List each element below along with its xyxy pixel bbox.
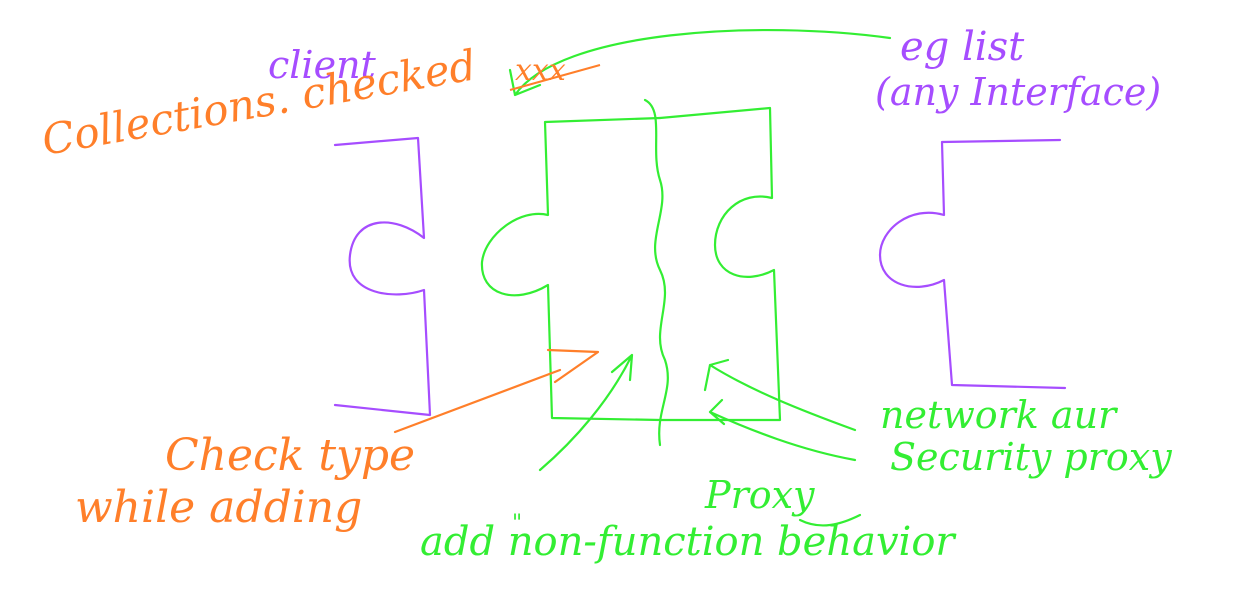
security-arrow-up: [703, 358, 857, 432]
label-quote-mark: ": [512, 511, 522, 536]
right-half-outline: [658, 106, 782, 422]
label-security-proxy: Security proxy: [890, 435, 1172, 479]
wavy-split-line: [643, 98, 669, 447]
label-add-non-function-behavior: add non-function behavior: [420, 519, 957, 565]
behavior-underline: [798, 513, 862, 527]
label-collections-checked: Collections. checked: [38, 40, 480, 165]
proxy-bottom-arrow-left: [538, 353, 634, 472]
left-puzzle-piece: [333, 136, 432, 417]
label-any-interface: (any Interface): [875, 70, 1161, 114]
center-puzzle-piece: [480, 98, 782, 447]
label-client: client: [268, 43, 377, 87]
label-network-security: network aur: [880, 393, 1119, 437]
orange-arrow: [393, 348, 600, 434]
label-crossed-out: xxx: [515, 53, 566, 88]
label-while-adding: while adding: [75, 482, 362, 533]
security-arrow-low: [708, 398, 857, 462]
left-half-outline: [480, 116, 662, 422]
strike-through: [509, 64, 601, 91]
label-eg-list: eg list: [900, 24, 1025, 70]
green-arrows: [508, 28, 892, 527]
label-proxy: Proxy: [704, 473, 815, 517]
right-puzzle-piece: [878, 138, 1067, 390]
proxy-top-arrow: [508, 28, 892, 97]
label-check-type: Check type: [165, 430, 415, 481]
